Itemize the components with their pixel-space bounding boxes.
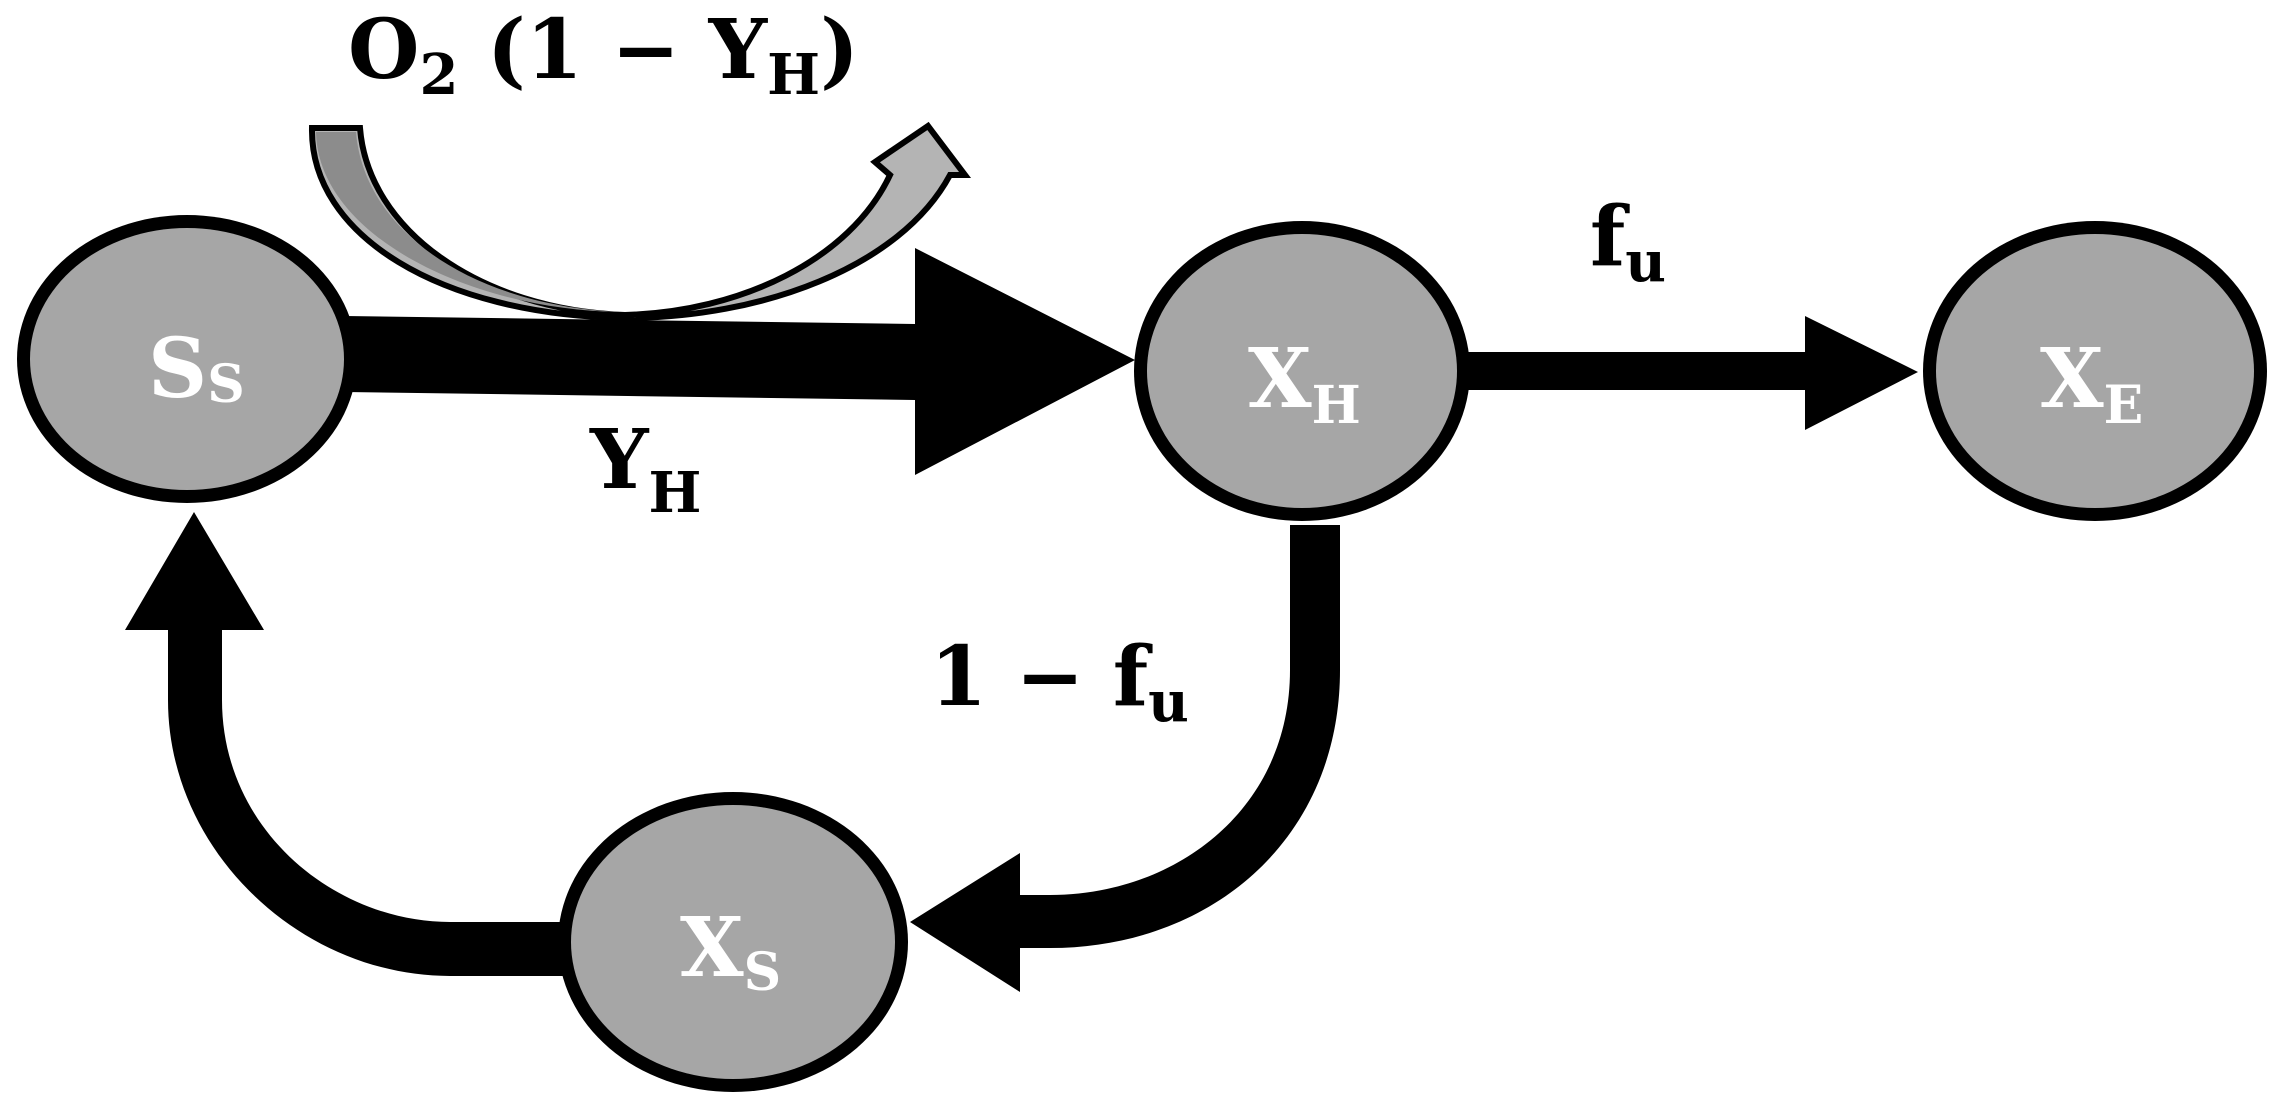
- arrow-xs-to-ss: [125, 512, 565, 976]
- oxygen-arrow-body: [308, 121, 972, 322]
- node-xh: XH: [1134, 221, 1470, 521]
- node-ss: SS: [17, 215, 357, 503]
- oxygen-arrow-shade: [316, 132, 620, 312]
- ss-to-xh-label: YH: [589, 412, 701, 526]
- xh-to-xs-label: 1 − fu: [930, 629, 1189, 735]
- arrow-ss-to-xh: [345, 248, 1135, 475]
- xh-to-xe-label: fu: [1590, 189, 1666, 295]
- node-xe-label: XE: [2040, 331, 2143, 436]
- node-xh-label: XH: [1248, 331, 1361, 436]
- arrow-xh-to-xe: [1465, 316, 1918, 430]
- node-xs-label: XS: [680, 900, 781, 1003]
- oxygen-arrow: [308, 121, 972, 322]
- node-ss-label: SS: [148, 321, 245, 417]
- node-xs: XS: [558, 792, 908, 1092]
- arrow-xh-to-xs: [910, 525, 1340, 992]
- node-xe: XE: [1923, 221, 2267, 521]
- oxygen-label: O2 (1 − YH): [348, 2, 859, 108]
